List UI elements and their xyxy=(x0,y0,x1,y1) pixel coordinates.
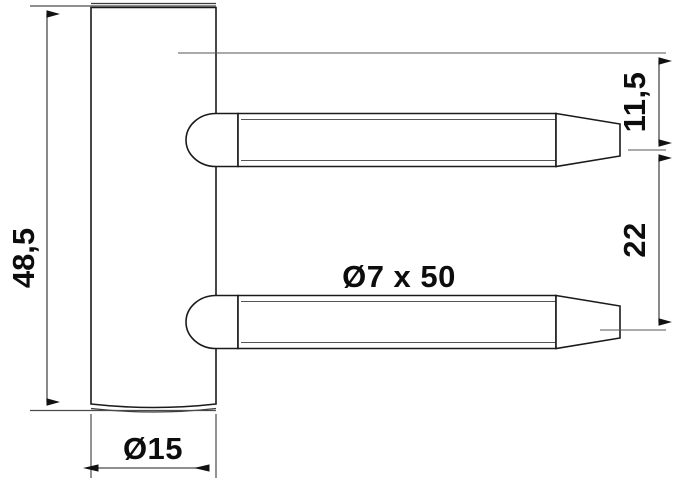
lower-pin xyxy=(186,296,620,349)
label-pin-spec: Ø7 x 50 xyxy=(342,259,456,294)
dimension-plate-width: Ø15 xyxy=(83,414,217,478)
dimension-label-top-offset: 11,5 xyxy=(617,72,652,133)
dimension-pin-spacing: 22 xyxy=(617,154,672,326)
dimension-label-pin-spacing: 22 xyxy=(617,222,652,257)
dimension-top-offset: 11,5 xyxy=(617,57,672,147)
dimension-label-plate-width: Ø15 xyxy=(123,431,183,466)
dimension-label-pin-spec: Ø7 x 50 xyxy=(342,259,456,294)
dimension-label-overall-height: 48,5 xyxy=(6,228,41,288)
upper-pin xyxy=(186,114,620,167)
reference-lines xyxy=(178,52,666,331)
mounting-plate xyxy=(91,2,216,413)
dimension-overall-height: 48,5 xyxy=(6,5,216,412)
